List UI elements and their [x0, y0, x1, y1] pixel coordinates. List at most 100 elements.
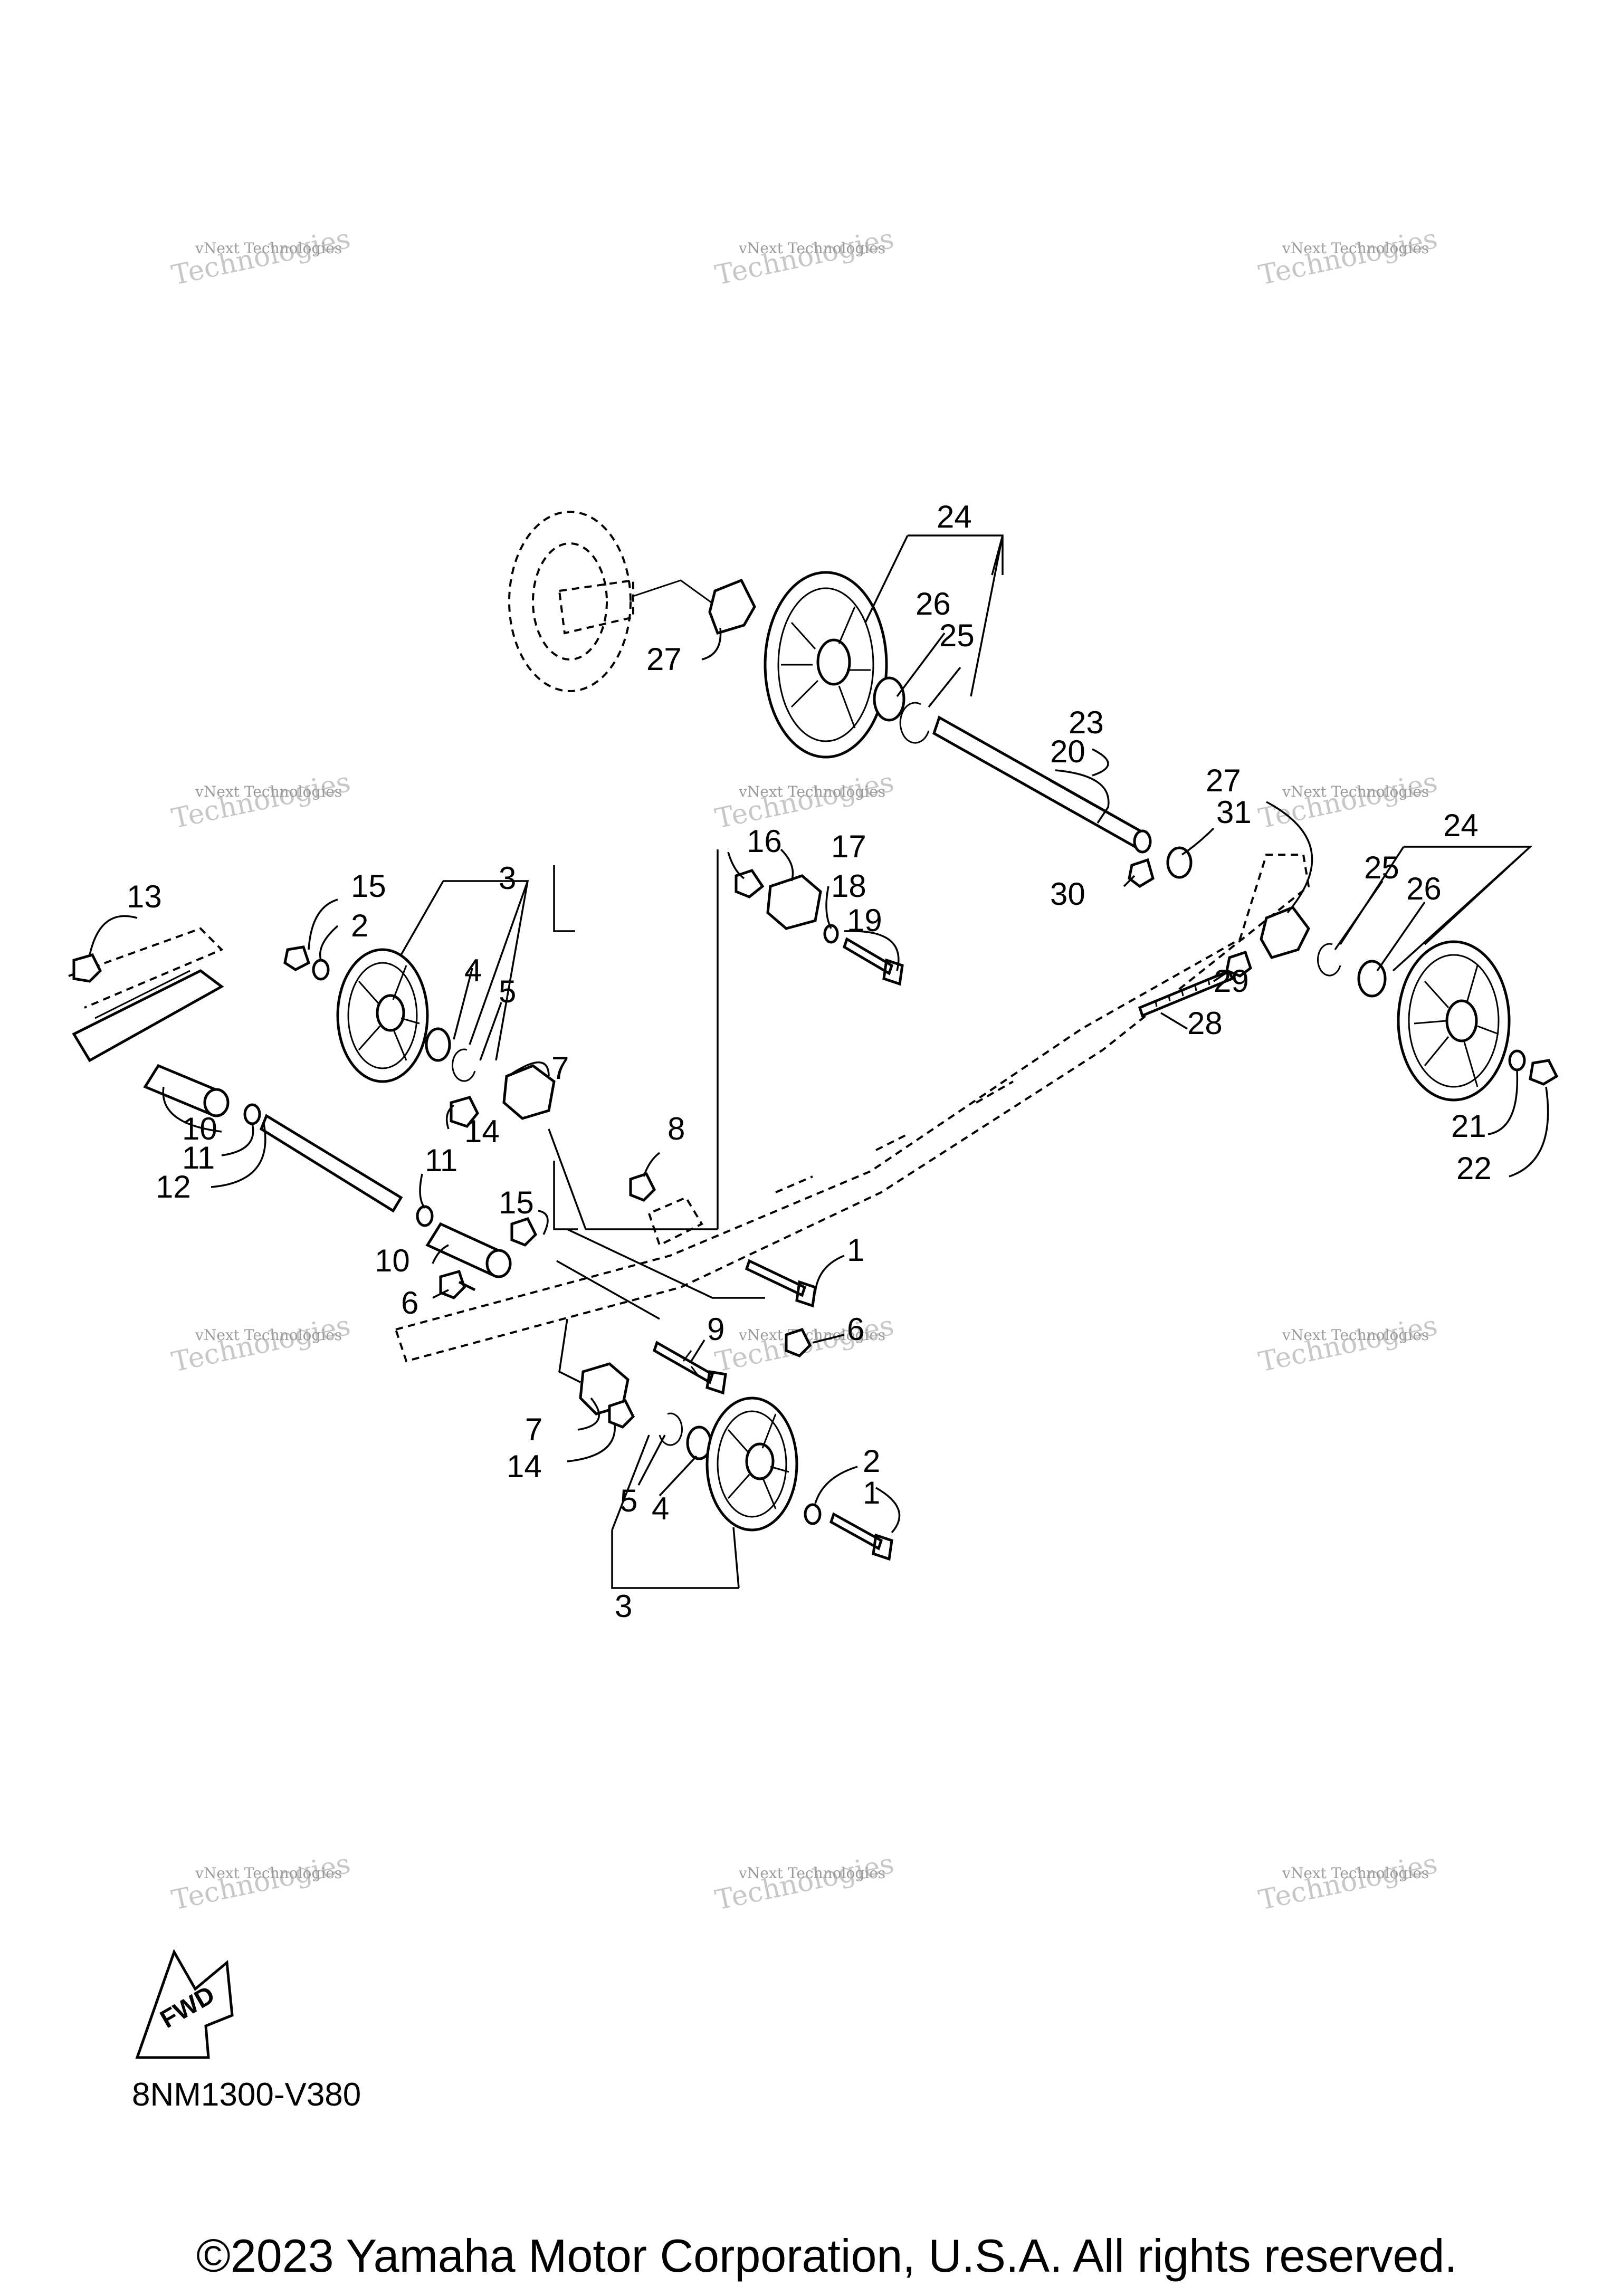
mid-bracket-parts	[439, 1064, 817, 1429]
svg-text:Technologies: Technologies	[1256, 766, 1440, 835]
svg-text:Technologies: Technologies	[169, 766, 353, 835]
copyright-notice: ©2023 Yamaha Motor Corporation, U.S.A. A…	[196, 2230, 1457, 2282]
svg-text:vNext Technologies: vNext Technologies	[195, 783, 342, 800]
svg-text:Technologies: Technologies	[1256, 1309, 1440, 1378]
circlip-5-lower	[659, 1412, 683, 1446]
callout-16: 16	[747, 824, 782, 859]
bearing-26-top	[873, 676, 905, 722]
svg-text:vNext Technologies: vNext Technologies	[738, 240, 885, 257]
watermark: vNext Technologies Technologies	[169, 766, 353, 835]
callout-8: 8	[668, 1111, 685, 1146]
collar-31	[1166, 846, 1193, 879]
diagram-code: 8NM1300-V380	[132, 2077, 361, 2113]
slide-rail-left	[68, 927, 512, 1278]
svg-text:Technologies: Technologies	[712, 1848, 897, 1916]
collar-2-lower	[804, 1503, 822, 1525]
callout-13: 13	[127, 879, 162, 914]
svg-text:Technologies: Technologies	[1256, 223, 1440, 291]
callout-4-upper: 4	[464, 953, 482, 988]
callout-15-lower: 15	[499, 1185, 534, 1220]
drive-sprocket-ghost	[508, 511, 729, 692]
svg-text:vNext Technologies: vNext Technologies	[738, 783, 885, 800]
bolt-1-lower	[829, 1512, 893, 1561]
callout-14-lower: 14	[507, 1449, 542, 1484]
bolt-6-left	[439, 1269, 476, 1299]
svg-text:Technologies: Technologies	[169, 1848, 353, 1916]
wheel-assembly-3-upper	[283, 945, 476, 1083]
callout-7-lower: 7	[525, 1412, 542, 1447]
main-slide-rail	[394, 854, 1310, 1363]
circlip-5-upper	[452, 1048, 476, 1082]
watermark: vNext Technologies Technologies	[1256, 223, 1440, 291]
callout-2-lower: 2	[863, 1443, 880, 1479]
idler-hub-27-top	[708, 578, 756, 635]
svg-text:Technologies: Technologies	[169, 1309, 353, 1378]
watermark: vNext Technologies Technologies	[712, 223, 897, 291]
watermark: vNext Technologies Technologies	[712, 1848, 897, 1916]
callout-29: 29	[1214, 963, 1249, 999]
callout-24-right: 24	[1443, 808, 1479, 843]
axle-shaft-23	[932, 715, 1147, 852]
svg-text:vNext Technologies: vNext Technologies	[1282, 240, 1429, 257]
svg-text:Technologies: Technologies	[169, 223, 353, 291]
nut-6-right	[785, 1327, 812, 1357]
callout-5-upper: 5	[499, 974, 516, 1009]
watermark: vNext Technologies Technologies	[169, 1848, 353, 1916]
callout-3-upper: 3	[499, 860, 516, 896]
callout-11-left: 11	[182, 1140, 215, 1175]
callout-28: 28	[1187, 1006, 1223, 1041]
watermark: vNext Technologies Technologies	[169, 223, 353, 291]
callout-10-right: 10	[375, 1243, 410, 1278]
callout-22: 22	[1456, 1151, 1492, 1186]
washer-21	[1508, 1049, 1526, 1072]
callout-14-upper: 14	[464, 1114, 500, 1149]
nut-15-lower	[510, 1217, 538, 1247]
block-17	[766, 874, 822, 930]
svg-text:Technologies: Technologies	[1256, 1848, 1440, 1916]
callout-3-lower: 3	[615, 1589, 632, 1624]
watermark: vNext Technologies Technologies	[1256, 1848, 1440, 1916]
callout-23: 23	[1069, 705, 1104, 740]
bolt-19	[842, 937, 904, 986]
callout-1-upper: 1	[847, 1232, 864, 1268]
callout-26-right: 26	[1406, 871, 1442, 906]
svg-text:vNext Technologies: vNext Technologies	[195, 240, 342, 257]
center-parts	[735, 869, 904, 986]
callout-25-top: 25	[939, 618, 975, 653]
callout-numbers: 24 26 25 27 23 20 27 31 24 25 26 30 29 2…	[127, 499, 1492, 1624]
washer-18	[823, 924, 839, 944]
right-side-parts	[1128, 858, 1559, 1102]
callout-15-upper: 15	[351, 868, 386, 904]
callout-11-right: 11	[425, 1143, 457, 1178]
callout-18: 18	[831, 868, 866, 904]
nut-13	[72, 953, 102, 983]
callout-17: 17	[831, 829, 866, 864]
svg-text:Technologies: Technologies	[712, 223, 897, 291]
leader-lines	[89, 534, 1549, 1589]
callout-26-top: 26	[916, 586, 951, 621]
collar-2-upper	[312, 959, 330, 981]
nut-14-upper	[450, 1096, 479, 1128]
bolt-22	[1529, 1059, 1559, 1086]
callout-7-upper: 7	[551, 1050, 569, 1086]
bearing-4-upper	[425, 1027, 451, 1062]
callout-12: 12	[156, 1169, 191, 1204]
svg-text:Technologies: Technologies	[712, 766, 897, 835]
nut-14-lower	[608, 1399, 635, 1429]
watermark: vNext Technologies Technologies	[1256, 1309, 1440, 1378]
callout-27-top: 27	[646, 642, 682, 677]
washer-11-left	[243, 1103, 261, 1125]
shaft-12	[259, 1114, 403, 1213]
callout-19: 19	[847, 903, 882, 938]
svg-text:vNext Technologies: vNext Technologies	[738, 1864, 885, 1882]
callout-27-right: 27	[1206, 763, 1241, 798]
fwd-arrow-icon: FWD	[135, 1949, 234, 2059]
svg-text:vNext Technologies: vNext Technologies	[195, 1864, 342, 1882]
bolt-9	[652, 1341, 727, 1395]
callout-21: 21	[1451, 1108, 1486, 1144]
watermark: vNext Technologies Technologies	[1256, 766, 1440, 835]
callout-6-left: 6	[401, 1285, 418, 1321]
bolt-1-upper	[745, 1259, 817, 1308]
